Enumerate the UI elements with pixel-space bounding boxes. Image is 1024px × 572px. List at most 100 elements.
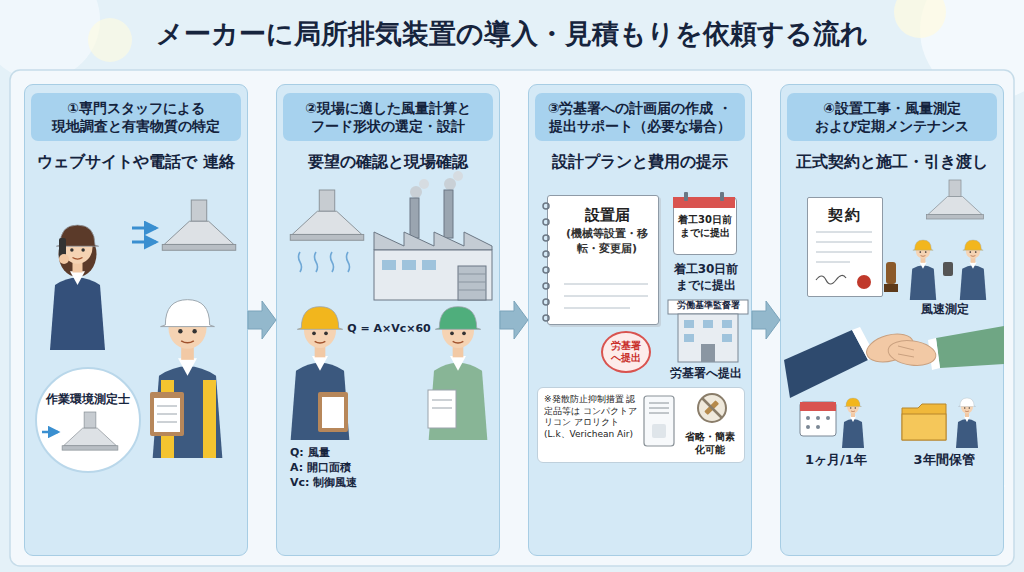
contract-paper: 契約 [807,197,883,297]
inspector-worker [150,392,184,436]
factory [374,171,492,300]
omit-icon [702,398,722,418]
step-summary: 正式契約と施工・引き渡し [787,151,997,173]
inspection-icons [956,398,978,448]
calendar-details [673,192,735,208]
form-details [543,299,549,305]
label-box: 労働基準監督署 [668,300,748,312]
step-heading: ②現場に適した風量計算と フード形状の選定・設計 [283,93,493,141]
factory [374,232,492,250]
contract-details [816,242,872,243]
factory [410,198,419,238]
calendar-details [720,192,724,201]
operator-woman [59,238,66,257]
label-box: A: 開口面積 [290,461,400,475]
inspection-icons [816,425,820,429]
contract-details [816,232,872,233]
factory [444,190,453,238]
labour-office-building [678,314,738,362]
hood-airflow [290,190,363,272]
label-box: Q = A×Vc×60 [343,322,435,336]
flow-arrow [752,301,780,339]
title-box: メーカーに局所排気装置の導入・見積もりを依頼する流れ [0,16,1024,51]
caption-label: A: 開口面積 [290,461,400,475]
inspector-callout [36,368,140,472]
label-box: Q: 風量 [290,446,400,460]
airflow-measurement [927,180,984,219]
handshake [928,338,940,370]
labour-office-building [722,320,732,328]
omit-icon [698,394,726,422]
factory [374,250,492,300]
factory [458,290,486,291]
contract-details [886,262,896,284]
step-panel: ③労基署への計画届の作成 ・提出サポート（必要な場合）設計プランと費用の提示設置… [528,84,752,556]
inspector-worker [157,422,177,423]
caption-label: 1ヶ月/1年 [788,452,884,469]
form-details [543,235,549,241]
factory [444,178,456,190]
engineer-right [432,408,452,409]
operator-woman [59,231,97,277]
purifier-icon [652,424,666,438]
calendar-details [673,197,735,208]
handshake [898,346,914,350]
form-details [543,203,648,321]
inspection-icons [902,414,946,440]
engineer-left [322,397,344,428]
handshake [898,354,914,357]
labour-office-building [684,320,694,328]
hood-airflow [347,252,350,272]
hood-airflow [331,252,334,272]
stamp-text: 労基署へ提出 [610,340,642,364]
notification-form: 設置届(機械等設置・移転・変更届) [547,195,659,325]
caption-label: 労働基準監督署 [668,300,748,312]
caption-label: 作業環境測定士 [38,392,138,408]
exhaust-hood-icon [132,200,236,250]
form-details [543,315,549,321]
factory [419,179,429,189]
caption-label: Vc: 制御風速 [290,476,400,490]
form-details [564,308,630,309]
form-subtitle: (機械等設置・移転・変更届) [562,227,652,257]
contract-details [816,232,898,292]
inspection-icons [842,398,864,448]
inspector-callout [36,368,140,472]
engineer-right [432,400,452,401]
inspection-icons [800,398,978,448]
engineer-right [429,307,488,440]
bokeh [0,0,100,80]
deadline-text: 着工30日前 までに提出 [676,213,734,239]
step-heading: ③労基署への計画届の作成 ・提出サポート（必要な場合） [535,93,745,141]
note-badge: 省略・簡素化可能 [682,431,738,456]
form-details [564,284,648,285]
inspection-icons [902,404,946,440]
labour-office-building [701,344,715,362]
caption-label: Q: 風量 [290,446,400,460]
inspection-icons [826,416,830,420]
exhaust-hood-icon [132,241,156,244]
inspector-worker [161,380,174,458]
labour-office-building [722,334,732,342]
inspector-worker [150,300,222,458]
inspection-icons [806,416,810,420]
inspection-icons [806,425,810,429]
engineer-right [428,390,456,428]
airflow-measurement [910,180,986,300]
bokeh [894,0,946,38]
operator-woman [50,225,105,350]
factory [458,266,486,300]
engineer-right [428,307,487,440]
step-heading: ④設置工事・風量測定 および定期メンテナンス [787,93,997,141]
purifier-icon [644,396,674,446]
step-panel: ④設置工事・風量測定 および定期メンテナンス正式契約と施工・引き渡し契約 [780,84,1004,556]
operator-woman [59,254,69,264]
flow-arrow [500,301,528,339]
inspector-callout [42,431,58,434]
calendar-details [684,192,688,201]
caption-label: 風速測定 [890,302,1000,318]
